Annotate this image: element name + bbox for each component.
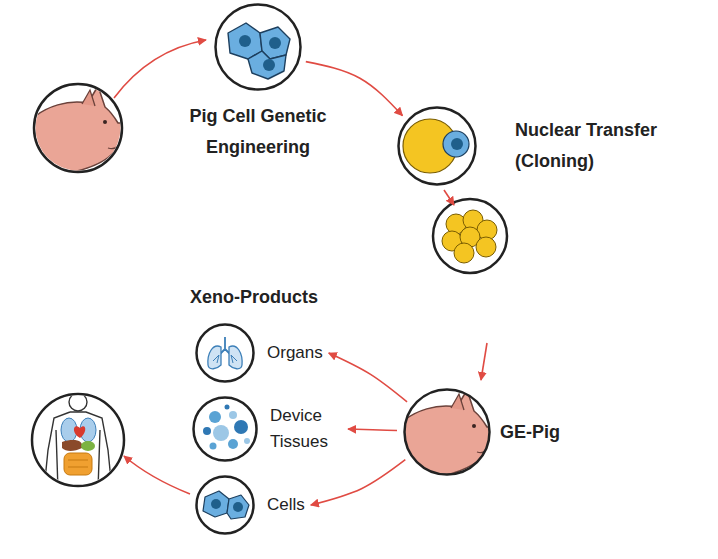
- step-circle: GE-Pig: [403, 388, 491, 476]
- product-node: Cells: [195, 475, 305, 535]
- product-label: Organs: [267, 340, 323, 366]
- embryo-icon: [433, 199, 507, 273]
- circle-outline: [192, 396, 258, 462]
- tissue-dots-icon: [203, 405, 250, 450]
- group-heading: Xeno-Products: [190, 287, 318, 308]
- step-circle: Nuclear Transfer (Cloning): [397, 106, 477, 186]
- circle-outline: [195, 323, 255, 383]
- step-label: GE-Pig: [500, 417, 610, 448]
- circle-outline: [405, 390, 490, 475]
- cells-icon: [203, 491, 249, 519]
- label-holder: Pig Cell Genetic Engineering: [183, 101, 333, 162]
- circle-outline: [399, 108, 476, 185]
- pig-icon: [26, 84, 129, 180]
- circle-outline: [216, 5, 301, 90]
- cells-icon: [228, 23, 290, 79]
- step-circle: Pig Cell Genetic Engineering: [214, 3, 302, 91]
- flow-arrow: [114, 40, 487, 494]
- label-holder: Nuclear Transfer (Cloning): [515, 115, 675, 176]
- flow-arrow: [329, 353, 407, 402]
- product-node: Organs: [195, 323, 323, 383]
- circle-outline: [197, 325, 254, 382]
- lungs-icon: [208, 337, 242, 369]
- circle-outline: [214, 3, 302, 91]
- circle-outline: [195, 475, 255, 535]
- human-body-icon: [32, 393, 124, 490]
- circle-outline: [197, 477, 254, 534]
- label-holder: GE-Pig: [500, 417, 610, 448]
- circle-outline: [403, 388, 491, 476]
- flow-arrow: [348, 429, 397, 431]
- product-label: Device Tissues: [270, 403, 342, 456]
- product-label: Cells: [267, 492, 305, 518]
- nuclear-transfer-icon: [403, 119, 469, 173]
- step-label: Pig Cell Genetic Engineering: [183, 101, 333, 162]
- step-label: Nuclear Transfer (Cloning): [515, 115, 675, 176]
- pig-icon: [395, 390, 498, 484]
- product-node: Device Tissues: [192, 396, 342, 462]
- circle-outline: [397, 106, 477, 186]
- flow-arrow: [311, 460, 406, 505]
- circle-outline: [194, 398, 257, 461]
